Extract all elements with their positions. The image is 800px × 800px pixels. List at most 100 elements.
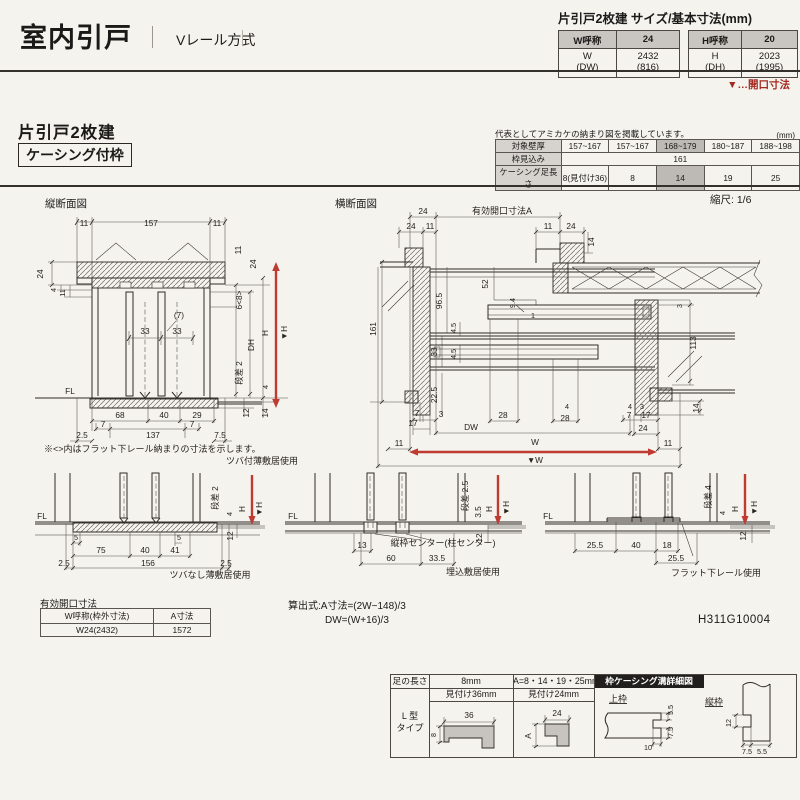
h-size-table: H呼称 20 H(DH) 2023(1995) (688, 30, 799, 78)
dimension-label: 12 (724, 719, 733, 727)
subtitle-divider (242, 30, 243, 45)
dimension-label: 40 (140, 545, 150, 555)
dimension-label: 3 (439, 409, 444, 419)
dimension-label: 52 (480, 279, 490, 289)
dimension-label: FL (37, 511, 47, 521)
dimension-label: ▼W (527, 455, 543, 465)
dimension-label: ▼H (279, 326, 289, 340)
dimension-label: 段差 4 (703, 485, 713, 509)
dimension-label: 11 (664, 438, 673, 448)
dimension-label: FL (543, 511, 553, 521)
dimension-label: 5.5 (757, 747, 767, 756)
dimension-label: 8 (429, 733, 438, 737)
dimension-label: 4 (49, 288, 58, 292)
horizontal-section-geometry (370, 212, 763, 469)
table-row: W呼称(枠外寸法) A寸法 (40, 608, 211, 624)
top-frame-groove-drawing: 上枠5.57.510 (604, 693, 675, 752)
wall-table-note: 代表としてアミカケの納まり図を掲載しています。 (mm) (495, 129, 795, 140)
dimension-label: 33 (172, 326, 182, 336)
w-name-header: W呼称 (558, 30, 617, 49)
leg-8mm-header: 8mm (461, 676, 481, 686)
dimension-label: 157 (144, 218, 158, 228)
frame-type-badge: ケーシング付枠 (18, 143, 132, 167)
dimension-label: (7) (174, 310, 184, 320)
formula-block: 算出式:A寸法=(2W−148)/3 DW=(W+16)/3 (288, 600, 406, 628)
dimension-label: 13 (357, 540, 367, 550)
dimension-label: 18 (662, 540, 672, 550)
dimension-label: 段差 2 (234, 361, 244, 385)
table-grid-line (429, 675, 430, 757)
dimension-label: 4.5 (449, 323, 458, 333)
formula-line-1: 算出式:A寸法=(2W−148)/3 (288, 601, 406, 612)
dimension-label: 68 (115, 410, 125, 420)
dimension-label: A (523, 733, 533, 739)
dimension-label: 28 (560, 413, 570, 423)
dimension-label: 161 (368, 322, 378, 336)
mitsuke-36-subheader: 見付け36mm (445, 689, 497, 699)
dimension-label: 12 (225, 531, 235, 541)
dimension-label: H (730, 506, 740, 512)
vertical-section-geometry (35, 217, 288, 444)
l-profile-24-drawing: 24A (523, 708, 572, 749)
dimension-label: 33 (429, 347, 439, 357)
dimension-label: 段差 2.5 (460, 480, 470, 511)
dimension-label: 14 (691, 403, 701, 413)
dimension-label: ※<>内はフラット下レール納まりの寸法を示します。 (44, 443, 261, 454)
formula-line-2: DW=(W+16)/3 (325, 615, 389, 626)
dimension-label: 22.5 (429, 387, 439, 404)
dimension-label: 段差 2 (210, 486, 220, 510)
dimension-label: フラット下レール使用 (671, 567, 761, 578)
dimension-label: 7 (190, 419, 195, 429)
dimension-label: 5 (177, 533, 181, 542)
dimension-label: 12 (738, 531, 748, 541)
dimension-label: 24 (552, 708, 562, 718)
dimension-label: 33.5 (429, 553, 446, 563)
dimension-label: 10 (644, 743, 652, 752)
groove-detail-header: 枠ケーシング溝詳細図 (594, 675, 704, 688)
dimension-label: 縦枠 (705, 696, 723, 707)
dimension-label: 9.4 (508, 298, 517, 308)
dimension-label: ▼H (749, 501, 759, 515)
h-row-label: H(DH) (688, 48, 742, 78)
w-size-table: W呼称 24 W(DW) 2432(816) (558, 30, 681, 78)
dimension-label: H (260, 330, 270, 336)
w-row-label: W(DW) (558, 48, 617, 78)
dimension-label: 11 (213, 218, 222, 228)
header-rule (0, 70, 800, 72)
dimension-label: 7 (415, 408, 420, 418)
dimension-label: 25.5 (668, 553, 685, 563)
h-dimension: 2023(1995) (740, 48, 799, 78)
dimension-label: 4 (225, 512, 234, 516)
dimension-label: 75 (96, 545, 106, 555)
dimension-label: 7 (101, 419, 106, 429)
dimension-label: 6<8> (234, 290, 244, 309)
dimension-label: 24 (418, 206, 428, 216)
dimension-label: H (484, 506, 494, 512)
dimension-label: ツバ付薄敷居使用 (226, 455, 298, 466)
l-profile-36-drawing: 368 (429, 710, 497, 749)
w-value-header: 24 (615, 30, 681, 49)
page-title: 室内引戸 (20, 23, 132, 53)
dimension-label: 2.5 (220, 558, 232, 568)
dimension-label: 24 (35, 269, 45, 279)
dimension-label: 24 (638, 423, 648, 433)
dimension-label: 縦枠センター(柱センター) (391, 537, 496, 548)
detail-umekomi (285, 472, 526, 567)
page-subtitle: Vレール方式 (176, 32, 256, 48)
dimension-label: 60 (386, 553, 396, 563)
dimension-label: 17 (641, 410, 651, 420)
section-rule (0, 185, 800, 187)
size-table-title: 片引戸2枚建 サイズ/基本寸法(mm) (558, 12, 753, 26)
dimension-label: 1 (531, 311, 535, 320)
dimension-label: ▼H (254, 502, 264, 516)
dimension-label: 156 (141, 558, 155, 568)
dimension-label: 12 (241, 408, 251, 418)
l-type-label: L 型 タイプ (396, 711, 424, 733)
dimension-label: 12 (474, 533, 484, 543)
detail-tsuba-nashi (35, 472, 265, 571)
dimension-label: 41 (170, 545, 180, 555)
